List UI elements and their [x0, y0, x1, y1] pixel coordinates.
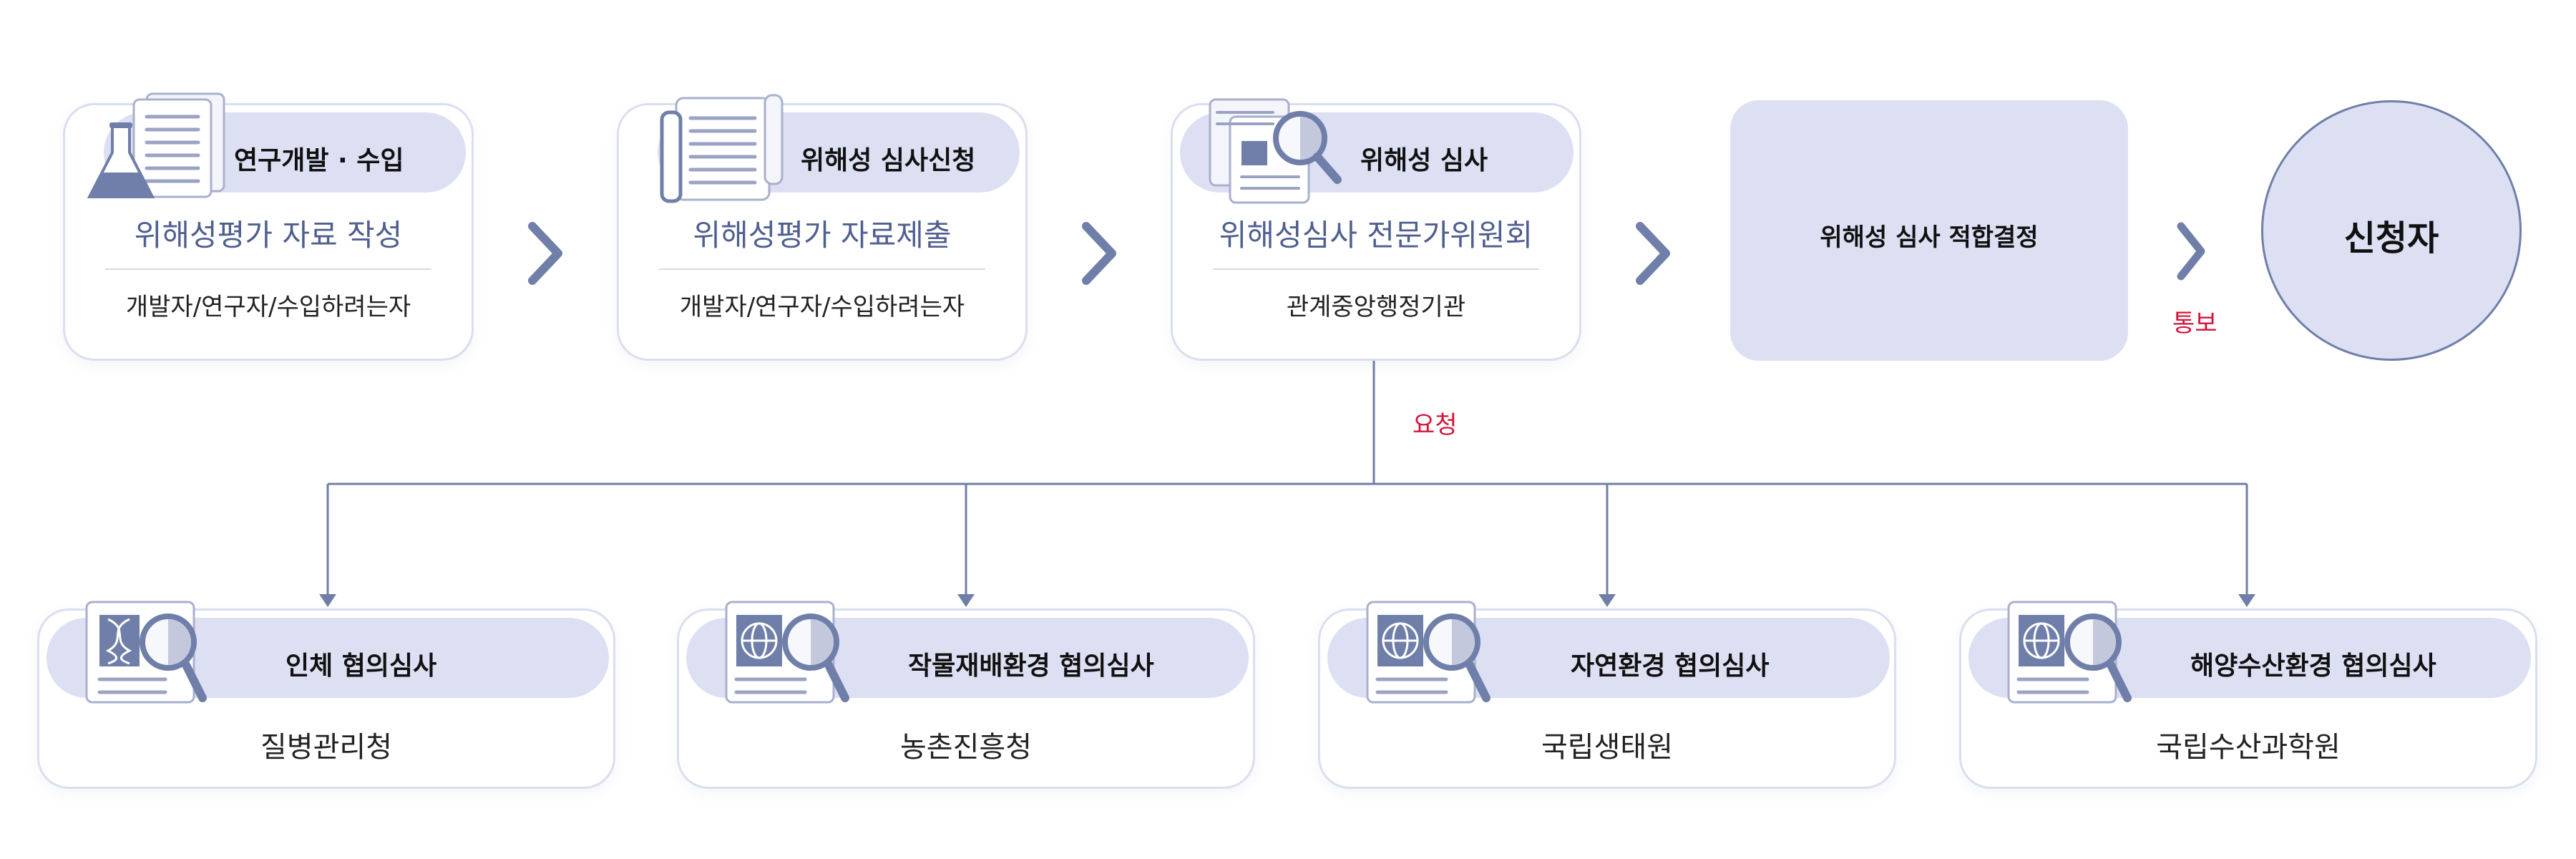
- chevron-right-icon: [1636, 222, 1670, 285]
- step-title: 위해성 심사: [1360, 146, 1488, 175]
- notify-label: 통보: [2172, 309, 2218, 338]
- step-org: 관계중앙행정기관: [1286, 293, 1466, 321]
- chevron-right-icon: [2177, 222, 2205, 281]
- review-card-crop: 작물재배환경 협의심사 농촌진흥청: [677, 601, 1255, 789]
- step-card-application: 위해성 심사신청 위해성평가 자료제출 개발자/연구자/수입하려는자: [617, 94, 1028, 361]
- step-subtitle: 위해성심사 전문가위원회: [1219, 218, 1533, 253]
- applicant-label: 신청자: [2343, 218, 2439, 258]
- arrow-down-icon: [319, 594, 336, 607]
- review-title: 작물재배환경 협의심사: [908, 651, 1154, 681]
- request-label: 요청: [1413, 411, 1458, 440]
- applicant-circle: 신청자: [2261, 100, 2522, 361]
- review-title: 자연환경 협의심사: [1571, 651, 1770, 681]
- step-org: 개발자/연구자/수입하려는자: [679, 293, 965, 321]
- review-title: 해양수산환경 협의심사: [2190, 651, 2436, 681]
- step-title: 연구개발 · 수입: [234, 146, 404, 175]
- arrow-down-icon: [957, 594, 975, 607]
- globe-magnifier-icon: [725, 601, 849, 704]
- review-card-marine: 해양수산환경 협의심사 국립수산과학원: [1959, 601, 2537, 789]
- globe-magnifier-icon: [1366, 601, 1491, 704]
- card-divider: [105, 268, 431, 270]
- review-card-nature: 자연환경 협의심사 국립생태원: [1318, 601, 1896, 789]
- review-org: 국립수산과학원: [2156, 731, 2341, 764]
- review-title: 인체 협의심사: [286, 651, 437, 681]
- review-card-human: 인체 협의심사 질병관리청: [37, 601, 615, 789]
- magnifier-documents-icon: [1209, 98, 1342, 204]
- step-card-review: 위해성 심사 위해성심사 전문가위원회 관계중앙행정기관: [1171, 98, 1581, 361]
- decision-box: 위해성 심사 적합결정: [1730, 100, 2128, 361]
- review-org: 농촌진흥청: [900, 731, 1032, 764]
- chevron-right-icon: [1082, 222, 1116, 285]
- step-card-research: 연구개발 · 수입 위해성평가 자료 작성 개발자/연구자/수입하려는자: [63, 92, 474, 361]
- review-org: 국립생태원: [1541, 731, 1673, 764]
- dna-magnifier-icon: [85, 601, 207, 704]
- globe-magnifier-icon: [2007, 601, 2132, 704]
- card-divider: [659, 268, 985, 270]
- scroll-document-icon: [660, 94, 784, 203]
- step-org: 개발자/연구자/수입하려는자: [125, 293, 411, 321]
- step-title: 위해성 심사신청: [801, 146, 976, 175]
- review-org: 질병관리청: [260, 731, 392, 764]
- step-subtitle: 위해성평가 자료제출: [693, 218, 952, 253]
- chevron-right-icon: [528, 222, 562, 285]
- step-subtitle: 위해성평가 자료 작성: [134, 218, 403, 253]
- card-divider: [1213, 268, 1539, 270]
- decision-label: 위해성 심사 적합결정: [1820, 223, 2039, 252]
- arrow-down-icon: [1599, 594, 1616, 607]
- flask-document-icon: [87, 92, 225, 198]
- arrow-down-icon: [2238, 594, 2255, 607]
